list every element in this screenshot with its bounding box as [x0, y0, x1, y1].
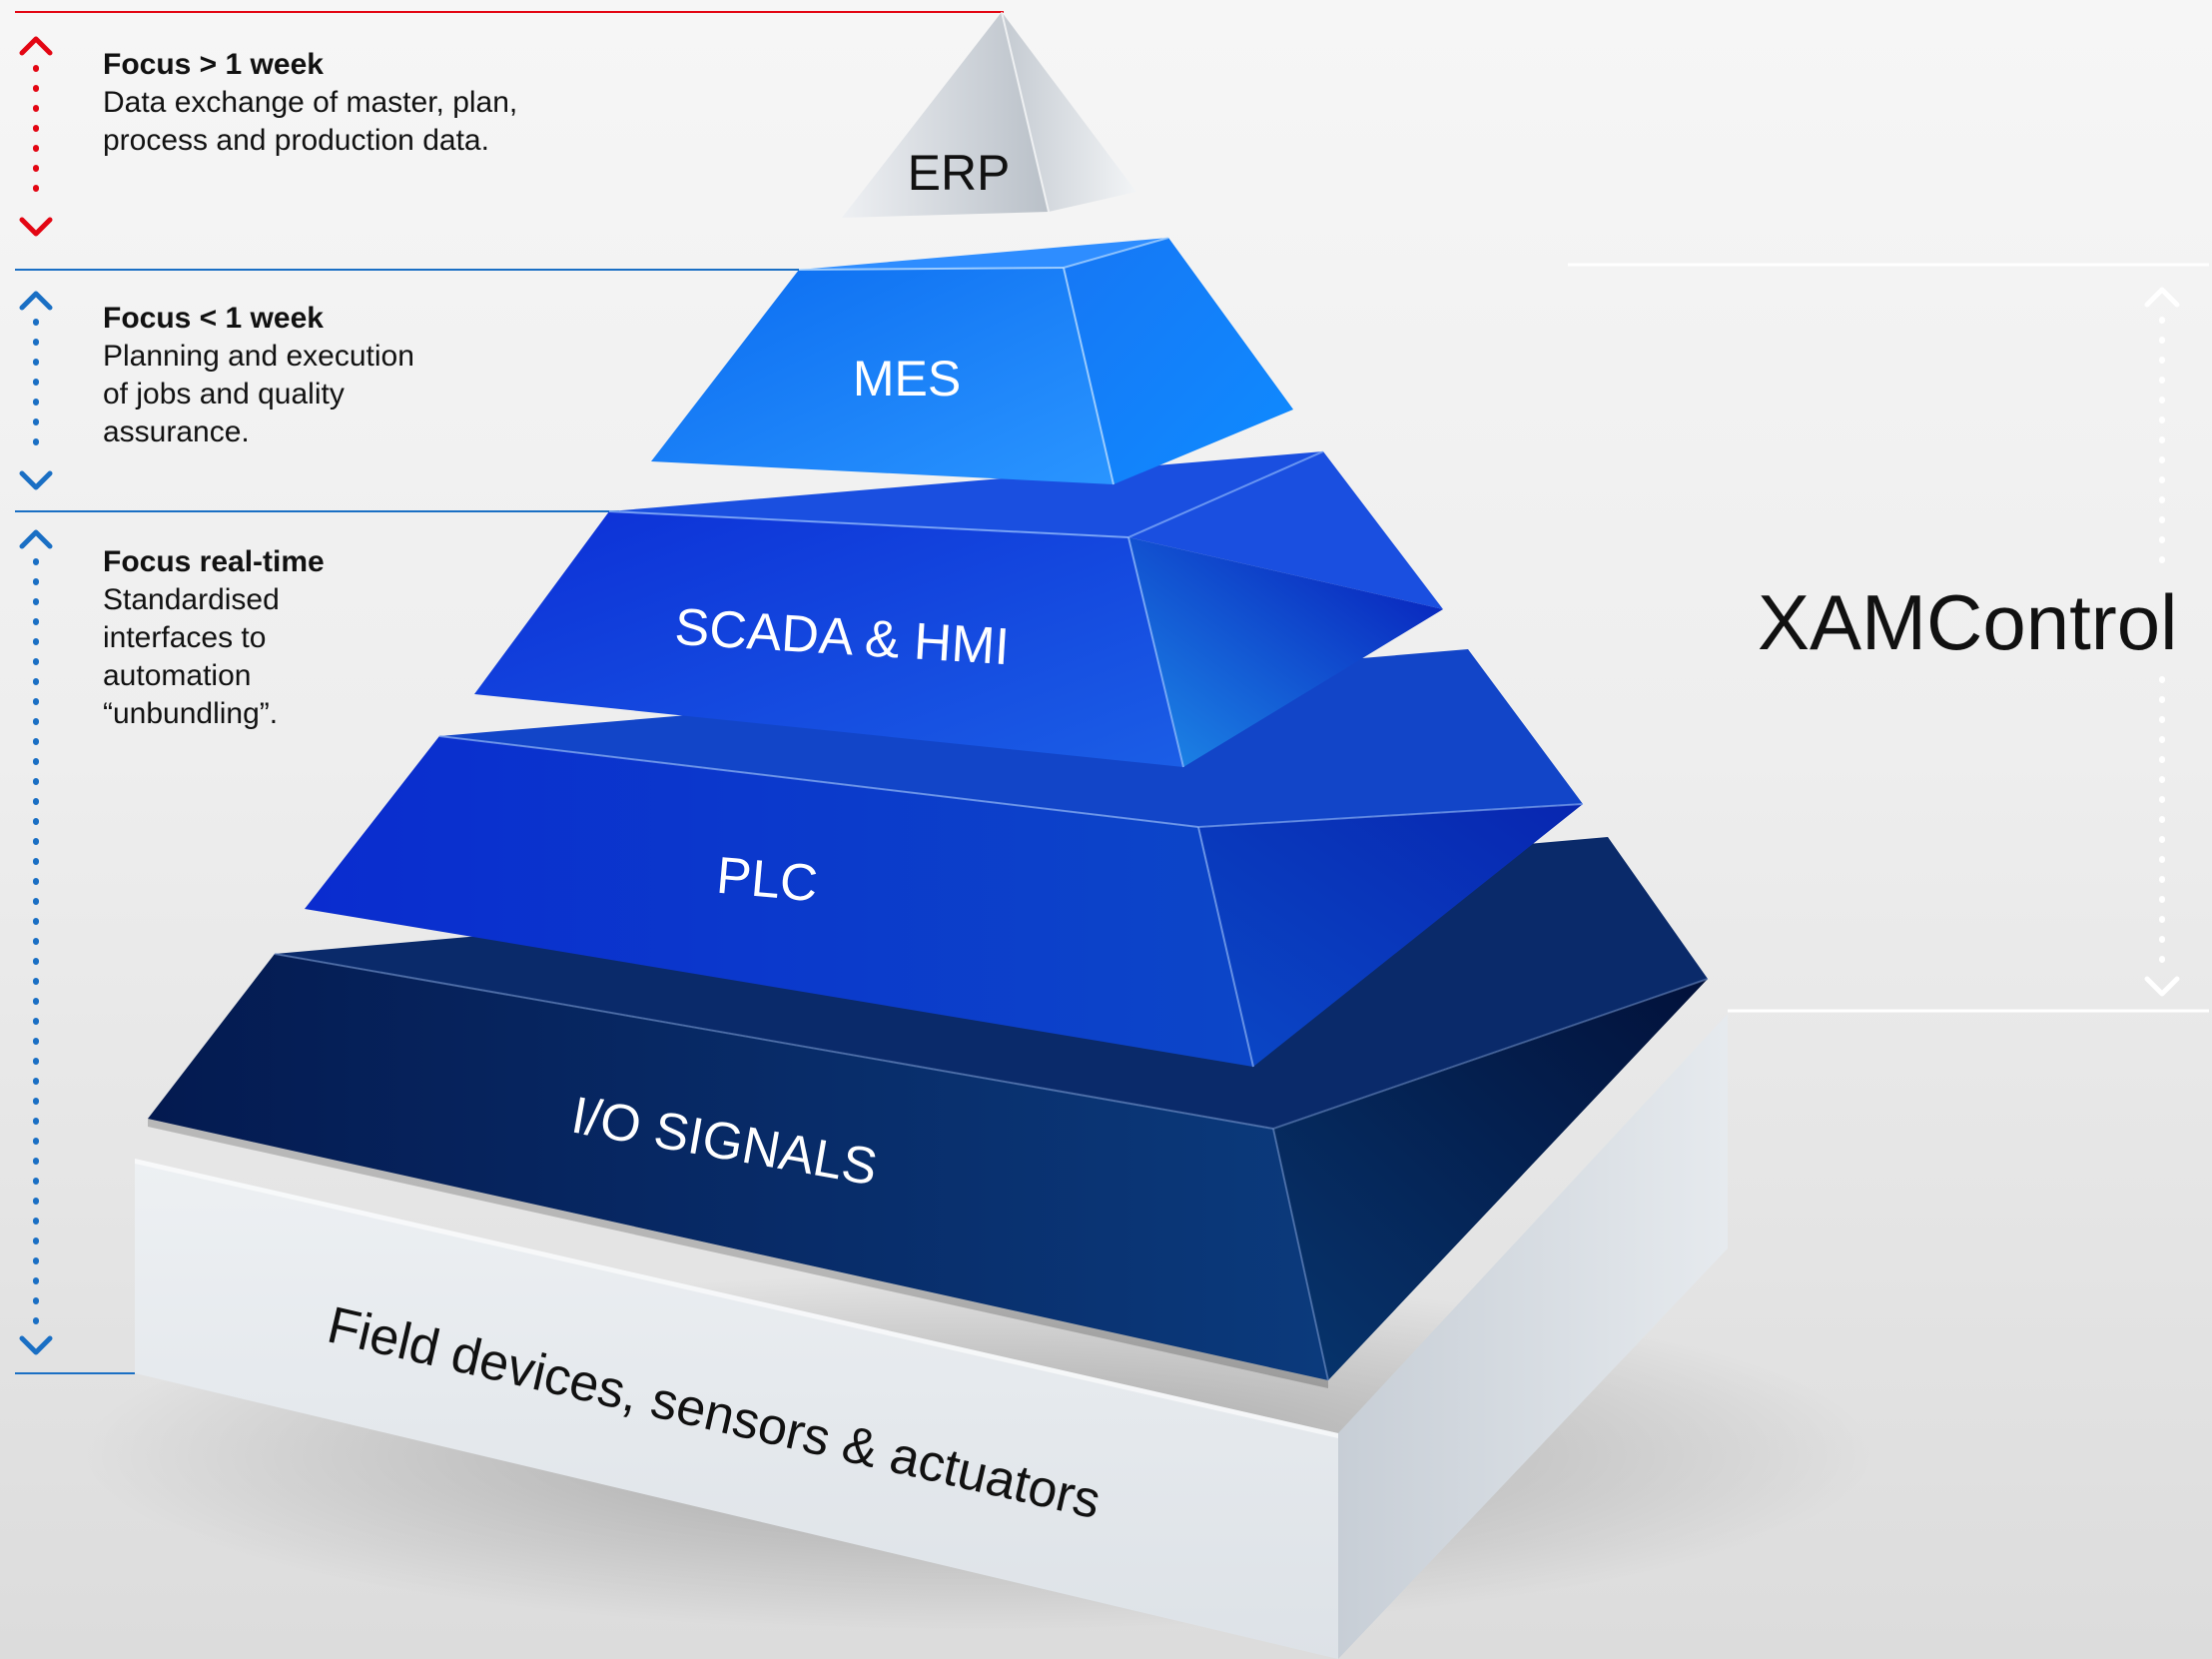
marker-xamcontrol [2144, 287, 2180, 997]
chevron-down-icon [19, 470, 53, 490]
marker-realtime [19, 529, 53, 1355]
marker-erp [19, 36, 53, 237]
focus-note-realtime: Focus real-time Standardised interfaces … [103, 543, 325, 733]
label-erp: ERP [908, 145, 1011, 201]
chevron-down-icon [19, 1335, 53, 1355]
focus-note-erp: Focus > 1 week Data exchange of master, … [103, 46, 517, 160]
layer-mes [651, 237, 1293, 485]
chevron-up-icon [2144, 287, 2180, 308]
focus-note-mes: Focus < 1 week Planning and execution of… [103, 300, 414, 451]
layer-erp [842, 11, 1136, 218]
brand-title: XAMControl [1758, 578, 2177, 666]
focus-text: Planning and execution of jobs and quali… [103, 340, 414, 448]
layer-scada-hmi [474, 450, 1443, 768]
chevron-up-icon [19, 291, 53, 311]
focus-text: Data exchange of master, plan, process a… [103, 86, 518, 157]
chevron-up-icon [19, 36, 53, 56]
focus-text: Standardised interfaces to automation “u… [103, 583, 280, 730]
marker-mes [19, 291, 53, 490]
chevron-down-icon [19, 217, 53, 237]
label-plc: PLC [714, 847, 820, 914]
chevron-down-icon [2144, 976, 2180, 997]
focus-heading: Focus real-time [103, 545, 325, 578]
label-mes: MES [853, 351, 961, 407]
focus-heading: Focus > 1 week [103, 48, 324, 81]
chevron-up-icon [19, 529, 53, 549]
layer-plc [305, 649, 1584, 1068]
layer-field-devices [135, 1014, 1728, 1659]
focus-heading: Focus < 1 week [103, 302, 324, 335]
